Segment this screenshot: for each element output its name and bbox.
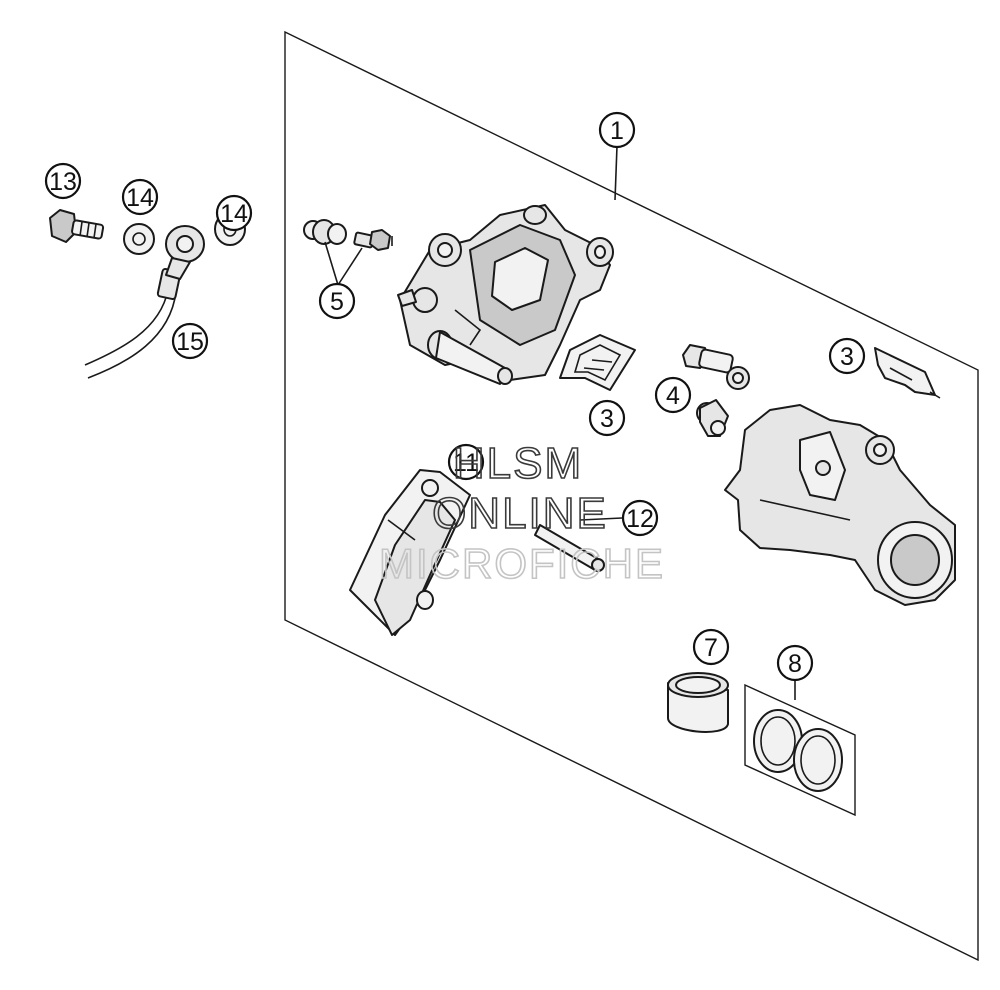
caliper-support-bracket	[724, 404, 956, 606]
callout-1-label: 1	[610, 117, 624, 145]
brake-pads	[349, 469, 471, 636]
callout-12: 12	[621, 499, 659, 537]
leader-5a	[324, 241, 339, 286]
callout-5-label: 5	[330, 288, 344, 316]
callout-11-label: 11	[453, 449, 479, 477]
callout-3-center: 3	[588, 399, 626, 437]
slide-pin-upper	[682, 344, 750, 390]
callout-1: 1	[598, 111, 636, 149]
callout-14-right: 14	[215, 194, 253, 232]
bleeder-screw-cap	[303, 219, 347, 245]
callout-8-label: 8	[788, 650, 802, 678]
callout-3-right: 3	[828, 337, 866, 375]
callout-13-label: 13	[49, 168, 77, 196]
brake-hose	[84, 225, 205, 379]
pad-retainer-right	[874, 347, 941, 399]
bleeder-screw	[353, 229, 393, 251]
callout-14-left: 14	[121, 178, 159, 216]
seal-kit	[744, 683, 856, 817]
callout-4: 4	[654, 376, 692, 414]
callout-8: 8	[776, 644, 814, 682]
callout-14-right-label: 14	[220, 200, 248, 228]
callout-14-left-label: 14	[126, 184, 154, 212]
leader-12	[579, 517, 623, 521]
callout-5: 5	[318, 282, 356, 320]
assembly-frame	[284, 30, 979, 962]
callout-13: 13	[44, 162, 82, 200]
piston	[667, 672, 729, 733]
watermark-line-2: ONLINE	[432, 489, 608, 538]
callout-3-right-label: 3	[840, 343, 854, 371]
callout-11: 11	[447, 443, 485, 481]
callout-15-label: 15	[176, 328, 204, 356]
watermark-line-1: HLSM	[453, 439, 583, 488]
watermark: HLSM ONLINE MICROFICHE	[378, 438, 665, 588]
callout-15: 15	[171, 322, 209, 360]
banjo-bolt	[49, 209, 105, 243]
callout-12-label: 12	[626, 505, 654, 533]
caliper-body	[397, 204, 614, 385]
callout-7-label: 7	[704, 634, 718, 662]
pad-pin	[534, 524, 605, 572]
callout-4-label: 4	[666, 382, 680, 410]
leader-5b	[337, 247, 363, 286]
leader-1	[614, 145, 618, 201]
watermark-line-3: MICROFICHE	[379, 540, 665, 587]
sealing-washer-left	[123, 223, 155, 255]
callout-7: 7	[692, 628, 730, 666]
pad-spring	[559, 334, 636, 391]
callout-3-center-label: 3	[600, 405, 614, 433]
slide-pin-lower	[696, 399, 729, 437]
